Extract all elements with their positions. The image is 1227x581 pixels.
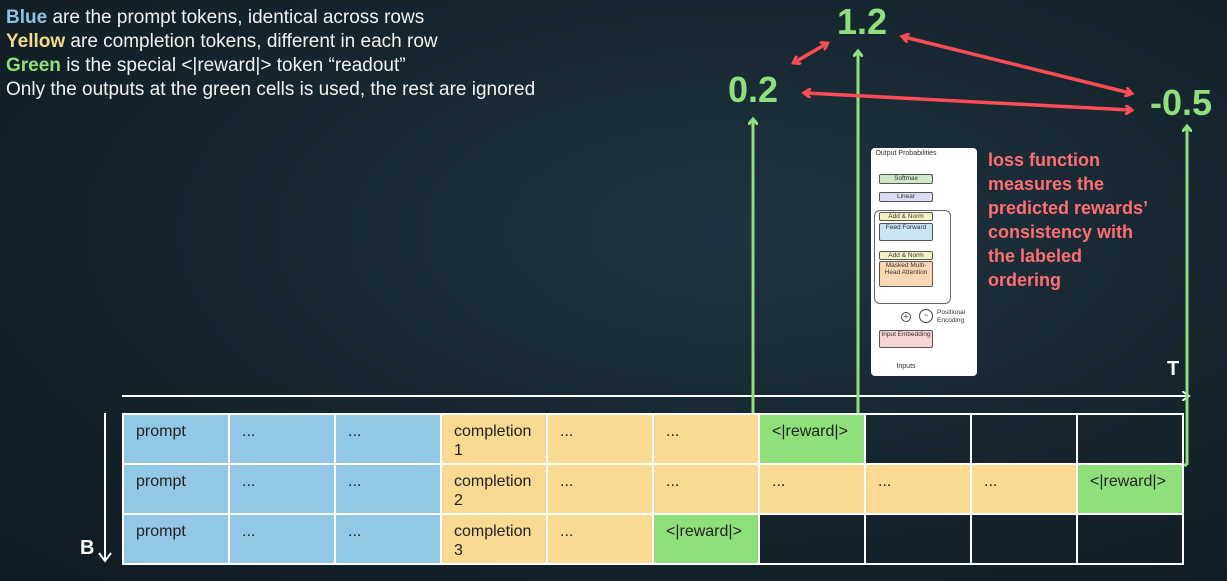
time-axis-label: T <box>1167 358 1180 380</box>
score-row1: 1.2 <box>837 1 888 42</box>
prompt-token-cell: prompt <box>122 513 230 565</box>
legend-keyword-green: Green <box>6 55 61 76</box>
completion-token-cell: ... <box>546 513 654 565</box>
legend-line-note: Only the outputs at the green cells is u… <box>6 79 536 100</box>
token-grid: prompt......completion 1......<|reward|>… <box>122 413 1184 565</box>
legend-line-green: Green is the special <|reward|> token “r… <box>6 54 535 78</box>
output-probabilities-label: Output Probabilities <box>875 150 937 157</box>
completion-token-cell: ... <box>864 463 972 515</box>
token-row-3: prompt......completion 3...<|reward|> <box>122 513 1184 565</box>
token-row-1: prompt......completion 1......<|reward|> <box>122 413 1184 465</box>
legend-text-blue: are the prompt tokens, identical across … <box>47 7 425 28</box>
completion-token-cell: ... <box>970 463 1078 515</box>
empty-token-cell <box>864 513 972 565</box>
empty-token-cell <box>758 513 866 565</box>
completion-token-cell: ... <box>546 413 654 465</box>
softmax-block: Softmax <box>879 174 933 184</box>
prompt-token-cell: ... <box>228 513 336 565</box>
completion-token-cell: ... <box>652 463 760 515</box>
score-row2: -0.5 <box>1150 82 1213 123</box>
reward-token-cell: <|reward|> <box>758 413 866 465</box>
batch-axis-head <box>98 552 112 563</box>
transformer-diagram: Output Probabilities Softmax Linear Add … <box>871 148 977 376</box>
completion-token-cell: ... <box>758 463 866 515</box>
prompt-token-cell: ... <box>228 413 336 465</box>
empty-token-cell <box>1076 513 1184 565</box>
empty-token-cell <box>1076 413 1184 465</box>
score-row3: 0.2 <box>728 69 779 110</box>
masked-attention-block: Masked Multi-Head Attention <box>879 261 933 287</box>
compare-arrow-0.2-1.2 <box>795 44 826 62</box>
positional-encoding-label: Positional Encoding <box>937 309 966 324</box>
prompt-token-cell: prompt <box>122 463 230 515</box>
loss-function-note: loss function measures the predicted rew… <box>988 150 1148 290</box>
feed-forward-block: Feed Forward <box>879 223 933 241</box>
legend-text-green: is the special <|reward|> token “readout… <box>60 55 406 76</box>
prompt-token-cell: ... <box>334 413 442 465</box>
empty-token-cell <box>864 413 972 465</box>
prompt-token-cell: prompt <box>122 413 230 465</box>
legend-text-yellow: are completion tokens, different in each… <box>65 31 438 52</box>
add-norm-block-2: Add & Norm <box>879 251 933 260</box>
completion-token-cell: completion 1 <box>440 413 548 465</box>
completion-token-cell: ... <box>652 413 760 465</box>
reward-token-cell: <|reward|> <box>652 513 760 565</box>
reward-token-cell: <|reward|> <box>1076 463 1184 515</box>
linear-block: Linear <box>879 192 933 202</box>
prompt-token-cell: ... <box>334 513 442 565</box>
add-icon: + <box>901 312 911 322</box>
input-embedding-block: Input Embedding <box>879 330 933 348</box>
batch-axis-label: B <box>80 537 95 559</box>
empty-token-cell <box>970 513 1078 565</box>
legend-keyword-yellow: Yellow <box>6 31 66 52</box>
positional-encoding-icon: ~ <box>919 309 933 323</box>
completion-token-cell: completion 2 <box>440 463 548 515</box>
completion-token-cell: ... <box>546 463 654 515</box>
token-row-2: prompt......completion 2...............<… <box>122 463 1184 515</box>
legend-keyword-blue: Blue <box>6 7 48 28</box>
empty-token-cell <box>970 413 1078 465</box>
decoder-stack <box>874 210 951 304</box>
compare-arrow-1.2-neg0.5 <box>904 37 1130 93</box>
prompt-token-cell: ... <box>334 463 442 515</box>
prompt-token-cell: ... <box>228 463 336 515</box>
add-norm-block-1: Add & Norm <box>879 212 933 221</box>
legend-line-blue: Blue are the prompt tokens, identical ac… <box>6 6 535 30</box>
legend: Blue are the prompt tokens, identical ac… <box>6 6 535 102</box>
legend-line-yellow: Yellow are completion tokens, different … <box>6 30 535 54</box>
completion-token-cell: completion 3 <box>440 513 548 565</box>
inputs-label: Inputs <box>896 363 916 370</box>
compare-arrow-0.2-neg0.5 <box>806 93 1130 110</box>
